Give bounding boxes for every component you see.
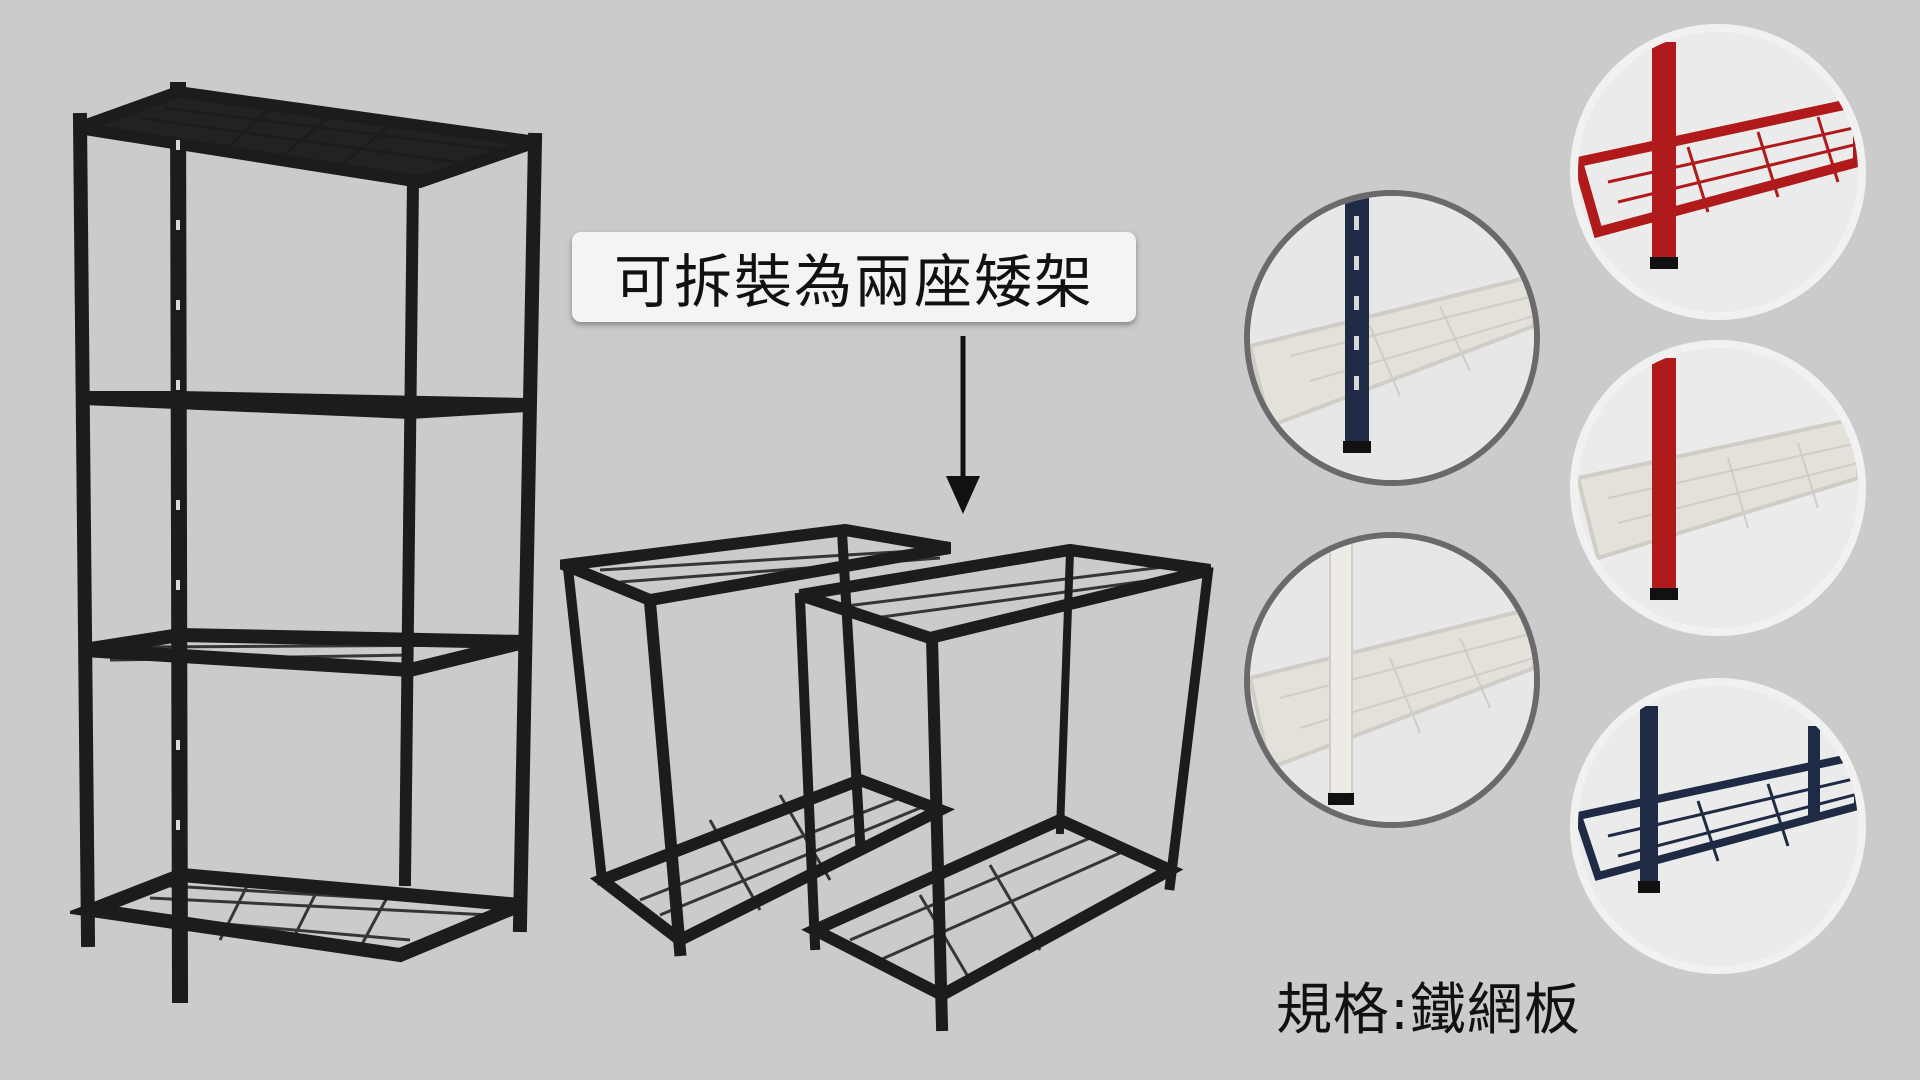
down-arrow-icon (946, 336, 980, 514)
swatch-white-white (1244, 532, 1540, 828)
swatch-red-white (1570, 340, 1866, 636)
two-short-shelves-image (560, 523, 1214, 1032)
swatch-navy-white (1244, 190, 1540, 486)
swatch-red-red (1570, 24, 1866, 320)
spec-label: 規格:鐵網板 (1276, 978, 1581, 1043)
disassembly-callout: 可拆裝為兩座矮架 (572, 232, 1136, 322)
tall-shelf-image (70, 81, 543, 1004)
swatch-navy-navy (1570, 678, 1866, 974)
